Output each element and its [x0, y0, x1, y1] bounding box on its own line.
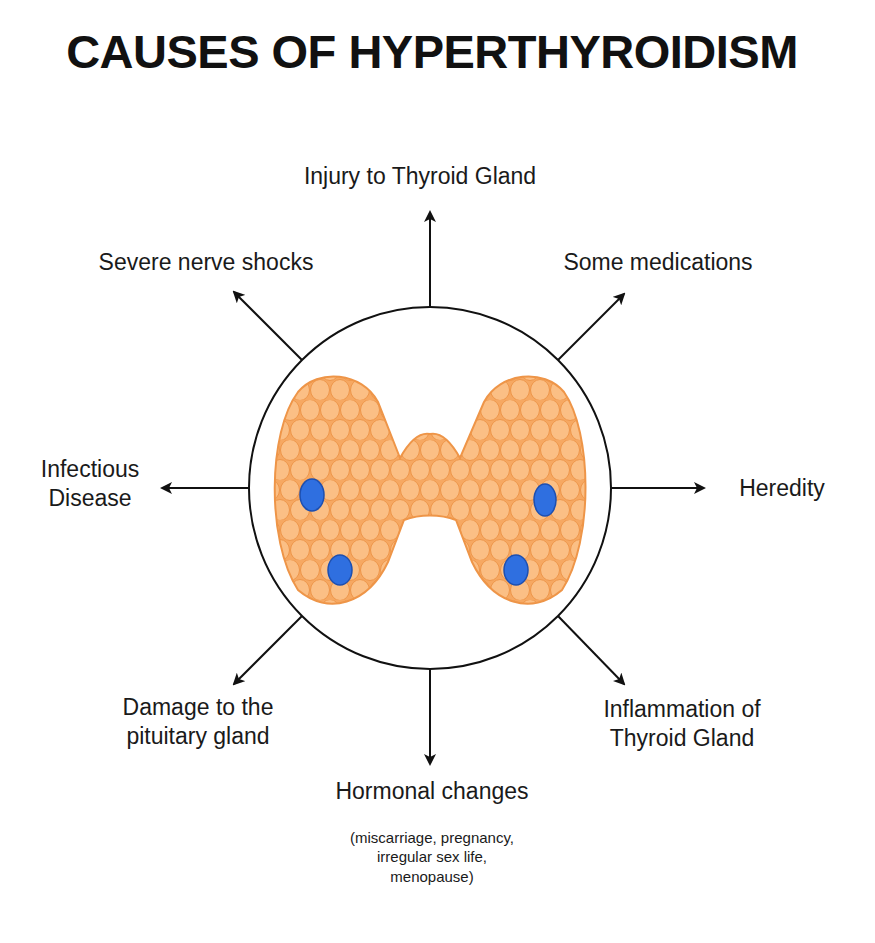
frame-circle — [249, 307, 611, 669]
nodule — [300, 479, 324, 511]
cause-label: Damage to the pituitary gland — [98, 693, 298, 751]
cause-label: Heredity — [739, 474, 825, 503]
cause-label: Hormonal changes — [335, 777, 528, 806]
cause-label: Inflammation of Thyroid Gland — [577, 695, 787, 753]
arrow — [429, 669, 431, 764]
title: CAUSES OF HYPERTHYROIDISM — [66, 23, 798, 82]
thyroid-gland — [275, 376, 586, 603]
arrow — [234, 616, 302, 684]
nodule — [534, 484, 556, 516]
arrow — [162, 487, 249, 489]
arrow — [558, 294, 624, 360]
arrow — [558, 616, 624, 684]
cause-label: Infectious Disease — [25, 455, 155, 513]
nodule — [504, 555, 528, 585]
arrow — [611, 487, 704, 489]
nodule — [328, 555, 352, 585]
note-text: (miscarriage, pregnancy, irregular sex l… — [347, 828, 517, 887]
cause-label: Severe nerve shocks — [99, 248, 314, 277]
cause-label: Injury to Thyroid Gland — [304, 162, 536, 191]
arrow — [234, 292, 302, 360]
cause-label: Some medications — [563, 248, 752, 277]
arrow — [429, 212, 431, 307]
